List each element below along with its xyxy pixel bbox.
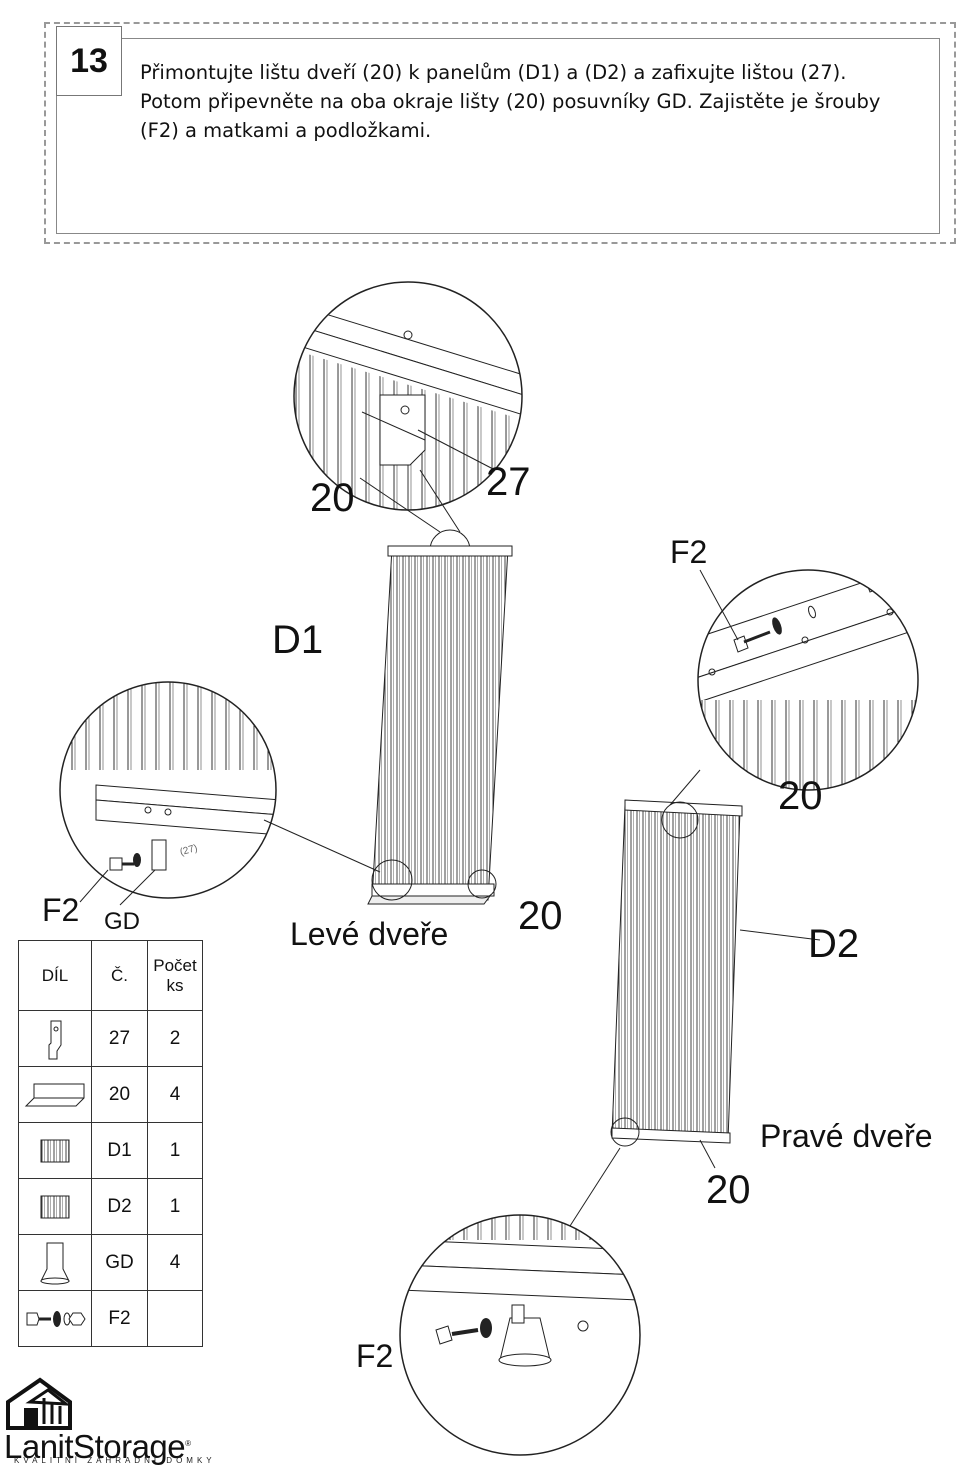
label-rail-20-left-bottom: 20 <box>518 894 563 938</box>
part-count: 1 <box>147 1122 203 1179</box>
bolt-set-icon <box>26 1310 86 1327</box>
label-screw-f2-right: F2 <box>670 534 708 570</box>
parts-table-header: DÍL Č. Počet ks <box>18 940 203 1011</box>
label-lock-27: 27 <box>486 460 531 504</box>
panel-d1 <box>367 545 513 905</box>
brand-logo-icon <box>6 1377 72 1430</box>
detail-circle-bottom <box>399 1214 641 1456</box>
registered-mark: ® <box>185 1439 191 1448</box>
panel-d2 <box>611 799 743 1144</box>
label-screw-f2-left: F2 <box>42 892 80 928</box>
header-code: Č. <box>91 940 148 1011</box>
part-count: 4 <box>147 1066 203 1123</box>
label-rail-20-right: 20 <box>778 774 823 818</box>
header-frame <box>44 22 956 244</box>
table-row: GD 4 <box>18 1234 203 1291</box>
part-count: 2 <box>147 1010 203 1067</box>
label-left-door: Levé dveře <box>290 916 449 952</box>
header-panel <box>56 38 940 234</box>
step-number: 13 <box>56 26 122 96</box>
part-code: F2 <box>91 1290 148 1347</box>
panel-d1-icon <box>40 1139 70 1162</box>
part-count: 4 <box>147 1234 203 1291</box>
lock-strip-icon <box>48 1020 62 1059</box>
brand-name: LanitStorage® <box>4 1428 191 1465</box>
label-rail-20-right-bottom: 20 <box>706 1168 751 1212</box>
label-rail-20-top: 20 <box>310 476 355 520</box>
parts-table: DÍL Č. Počet ks 27 2 20 4 D1 1 <box>18 940 203 1347</box>
part-code: D2 <box>91 1178 148 1235</box>
table-row: 20 4 <box>18 1066 203 1123</box>
part-code: D1 <box>91 1122 148 1179</box>
slider-gd-icon <box>40 1242 70 1284</box>
instruction-line-3: (F2) a matkami a podložkami. <box>140 119 432 142</box>
instruction-line-1: Přimontujte lištu dveří (20) k panelům (… <box>140 61 847 84</box>
door-rail-icon <box>24 1083 85 1106</box>
label-right-door: Pravé dveře <box>760 1118 933 1154</box>
table-row: D2 1 <box>18 1178 203 1235</box>
table-row: 27 2 <box>18 1010 203 1067</box>
detail-circle-left <box>59 681 277 899</box>
instruction-line-2: Potom připevněte na oba okraje lišty (20… <box>140 90 881 113</box>
brand-tagline: KVALITNÍ ZAHRADNÍ DOMKY <box>14 1456 216 1465</box>
label-slider-gd: GD <box>104 908 140 935</box>
part-count: 1 <box>147 1178 203 1235</box>
label-screw-f2-bottom: F2 <box>356 1338 394 1374</box>
header-part: DÍL <box>18 940 92 1011</box>
part-code: 20 <box>91 1066 148 1123</box>
header-count: Počet ks <box>147 940 203 1011</box>
label-panel-d1: D1 <box>272 618 324 662</box>
label-panel-d2: D2 <box>808 922 860 966</box>
part-count <box>147 1290 203 1347</box>
part-code: 27 <box>91 1010 148 1067</box>
panel-d2-icon <box>40 1195 70 1218</box>
table-row: D1 1 <box>18 1122 203 1179</box>
instructions: Přimontujte lištu dveří (20) k panelům (… <box>140 58 940 145</box>
table-row: F2 <box>18 1290 203 1347</box>
part-code: GD <box>91 1234 148 1291</box>
